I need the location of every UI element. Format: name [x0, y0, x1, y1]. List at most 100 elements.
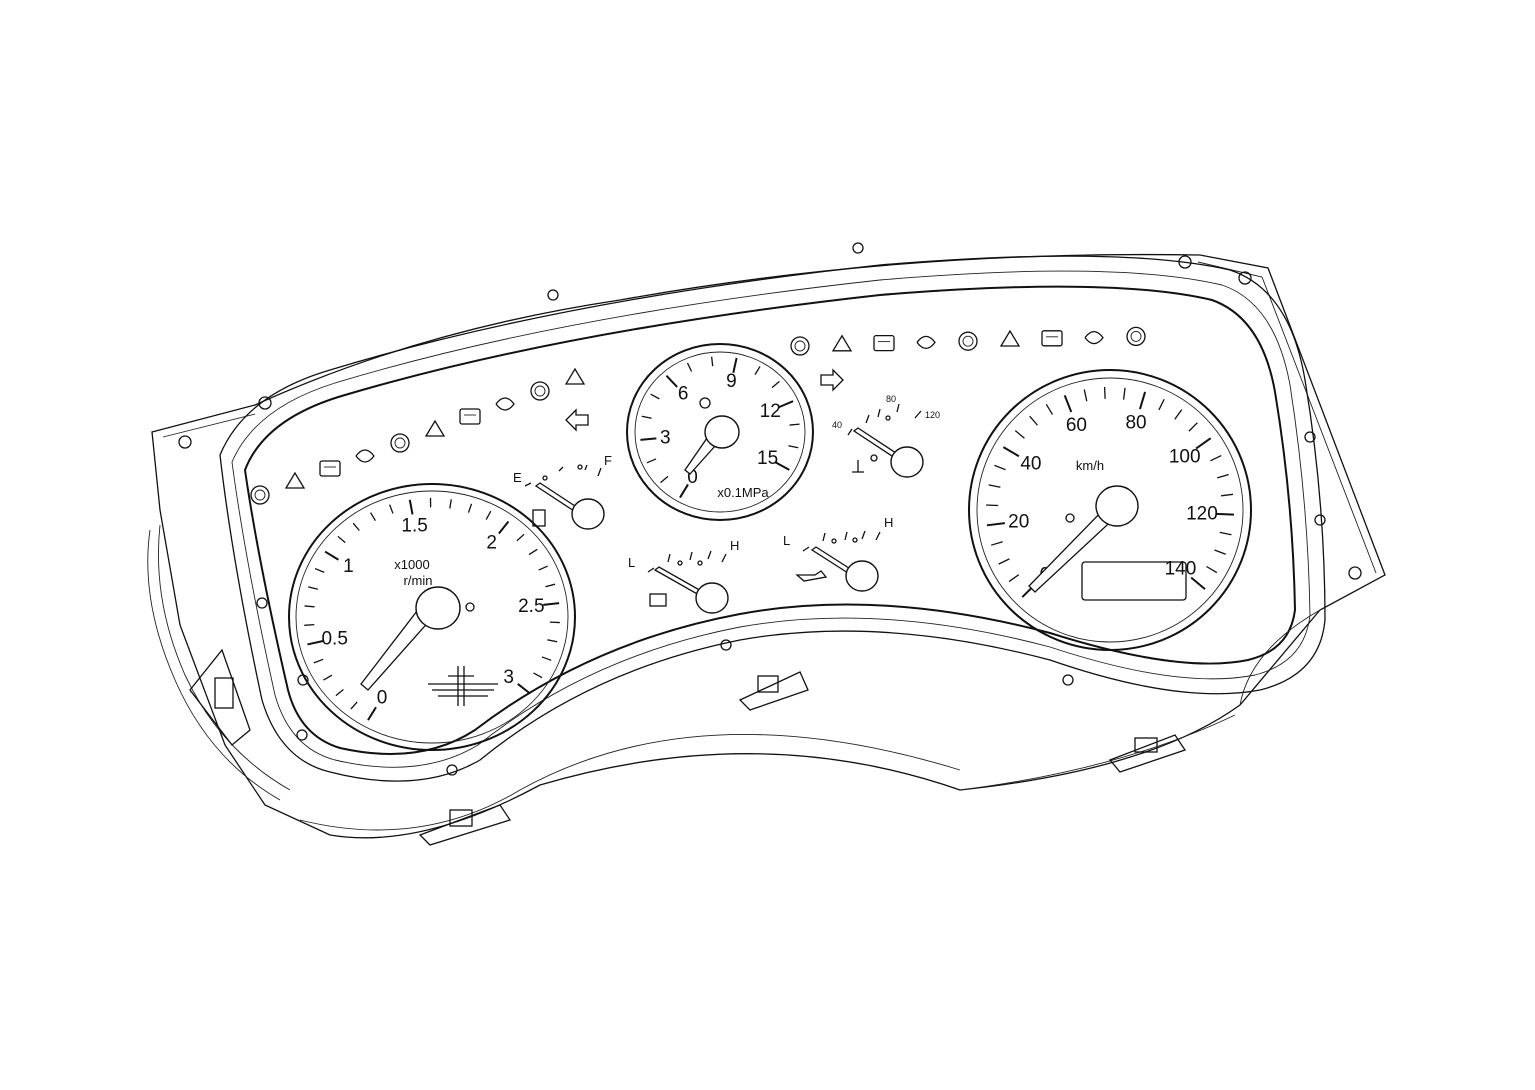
abs-icon — [251, 486, 269, 504]
tachometer-label: 0 — [377, 688, 388, 709]
tachometer-tick — [315, 569, 324, 573]
speedometer-tick — [1216, 514, 1234, 515]
speedometer-tick — [1003, 447, 1018, 456]
speedometer-label: 120 — [1186, 503, 1218, 524]
tachometer-tick — [308, 587, 318, 589]
speedometer-tick — [1210, 456, 1221, 461]
door-ajar-icon — [496, 398, 514, 410]
oil-pressure-label-high: H — [884, 515, 893, 530]
turn-left-arrow-icon — [566, 410, 588, 430]
tachometer-tick — [533, 673, 542, 678]
speedometer-tick — [1015, 431, 1024, 439]
tachometer-tick — [518, 684, 530, 694]
speedometer-tick — [1206, 567, 1216, 573]
tachometer-tick — [325, 552, 338, 560]
air-pressure-tick — [772, 381, 779, 387]
high-beam-icon — [566, 369, 584, 384]
coolant-thermometer-icon — [852, 460, 864, 472]
warning-icons-right — [791, 327, 1145, 355]
tachometer-tick — [539, 566, 548, 570]
speedometer-label: 20 — [1008, 511, 1029, 532]
brake-wear-icon — [460, 409, 480, 424]
speedometer-tick — [1046, 404, 1052, 414]
coolant-label-120: 120 — [925, 410, 940, 420]
air-warning-icon — [700, 398, 710, 408]
tachometer-tick — [305, 606, 315, 607]
voltage-battery-icon — [650, 594, 666, 606]
speedometer-tick — [999, 559, 1010, 564]
air-pressure-label: 3 — [660, 427, 671, 448]
tachometer-label: 1 — [343, 556, 354, 577]
speedometer-tick — [987, 523, 1005, 525]
air-pressure-tick — [647, 459, 656, 463]
speedometer-tick — [1215, 550, 1226, 554]
air-pressure-unit: x0.1MPa — [717, 485, 769, 500]
tachometer-tick — [368, 707, 376, 720]
speedometer-tick — [1159, 399, 1164, 410]
tachometer-label: 2.5 — [518, 596, 544, 617]
air-pressure-label: 9 — [726, 371, 737, 392]
fuel-label-full: F — [604, 453, 612, 468]
tachometer-tick — [338, 536, 345, 542]
housing — [148, 243, 1385, 845]
tachometer-tick — [499, 522, 509, 534]
speedometer-label: 100 — [1169, 447, 1201, 468]
air-pressure-tick — [687, 363, 691, 372]
tachometer-tick — [547, 640, 557, 642]
seatbelt-icon — [320, 461, 340, 476]
speedometer-gauge: 020406080100120140 km/h — [969, 370, 1251, 650]
speedometer-tick — [1124, 388, 1125, 400]
air-pressure-hub — [705, 416, 739, 448]
tachometer-label: 2 — [486, 532, 497, 553]
tachometer-tick — [323, 675, 331, 680]
tachometer-tick — [517, 534, 524, 540]
tachometer-tick — [304, 625, 314, 626]
tachometer-tick — [545, 584, 555, 587]
parking-brake-icon — [874, 336, 894, 351]
tachometer-tick — [336, 689, 344, 695]
tachometer-tick — [314, 659, 323, 663]
brake-icon — [286, 473, 304, 488]
diff-lock-icon — [1085, 332, 1103, 344]
tachometer-tick — [450, 499, 452, 508]
speedometer-tick — [1175, 410, 1182, 420]
seat-heat-icon — [917, 336, 935, 348]
voltage-gauge: L H — [628, 538, 739, 613]
speedometer-tick — [1189, 423, 1197, 431]
coolant-icon — [356, 450, 374, 462]
speedometer-tick — [1221, 494, 1233, 496]
voltage-label-high: H — [730, 538, 739, 553]
voltage-label-low: L — [628, 555, 635, 570]
speedometer-label: 60 — [1066, 415, 1087, 436]
tachometer-tick — [543, 603, 559, 605]
speedometer-tick — [991, 542, 1002, 545]
tachometer-hub — [416, 587, 460, 629]
air-pressure-label: 6 — [678, 383, 689, 404]
speedometer-label: 80 — [1125, 412, 1146, 433]
air-pressure-tick — [642, 416, 652, 418]
tachometer-label: 0.5 — [321, 628, 347, 649]
speedometer-tick — [1009, 575, 1019, 582]
tachometer-gauge: 00.511.522.53 x1000 r/min — [289, 484, 575, 750]
tachometer-tick — [529, 549, 537, 554]
speedometer-tick — [1220, 532, 1232, 534]
tachometer-tick — [371, 513, 376, 521]
air-pressure-tick — [651, 394, 660, 399]
tachometer-tick — [351, 702, 357, 709]
glow-plug-icon — [1001, 331, 1019, 346]
air-pressure-tick — [661, 476, 668, 482]
speedometer-unit: km/h — [1076, 458, 1104, 473]
tachometer-tick — [542, 657, 551, 660]
tire-warning-icon — [833, 336, 851, 351]
speedometer-tick — [1105, 387, 1106, 399]
battery-icon — [531, 382, 549, 400]
tachometer-tick — [468, 504, 471, 513]
exhaust-brake-icon — [1042, 331, 1062, 346]
speedometer-tick — [1140, 392, 1145, 409]
axle-lock-icon — [1127, 327, 1145, 345]
tachometer-tick — [353, 523, 359, 530]
tachometer-unit-line-2: r/min — [404, 573, 433, 588]
